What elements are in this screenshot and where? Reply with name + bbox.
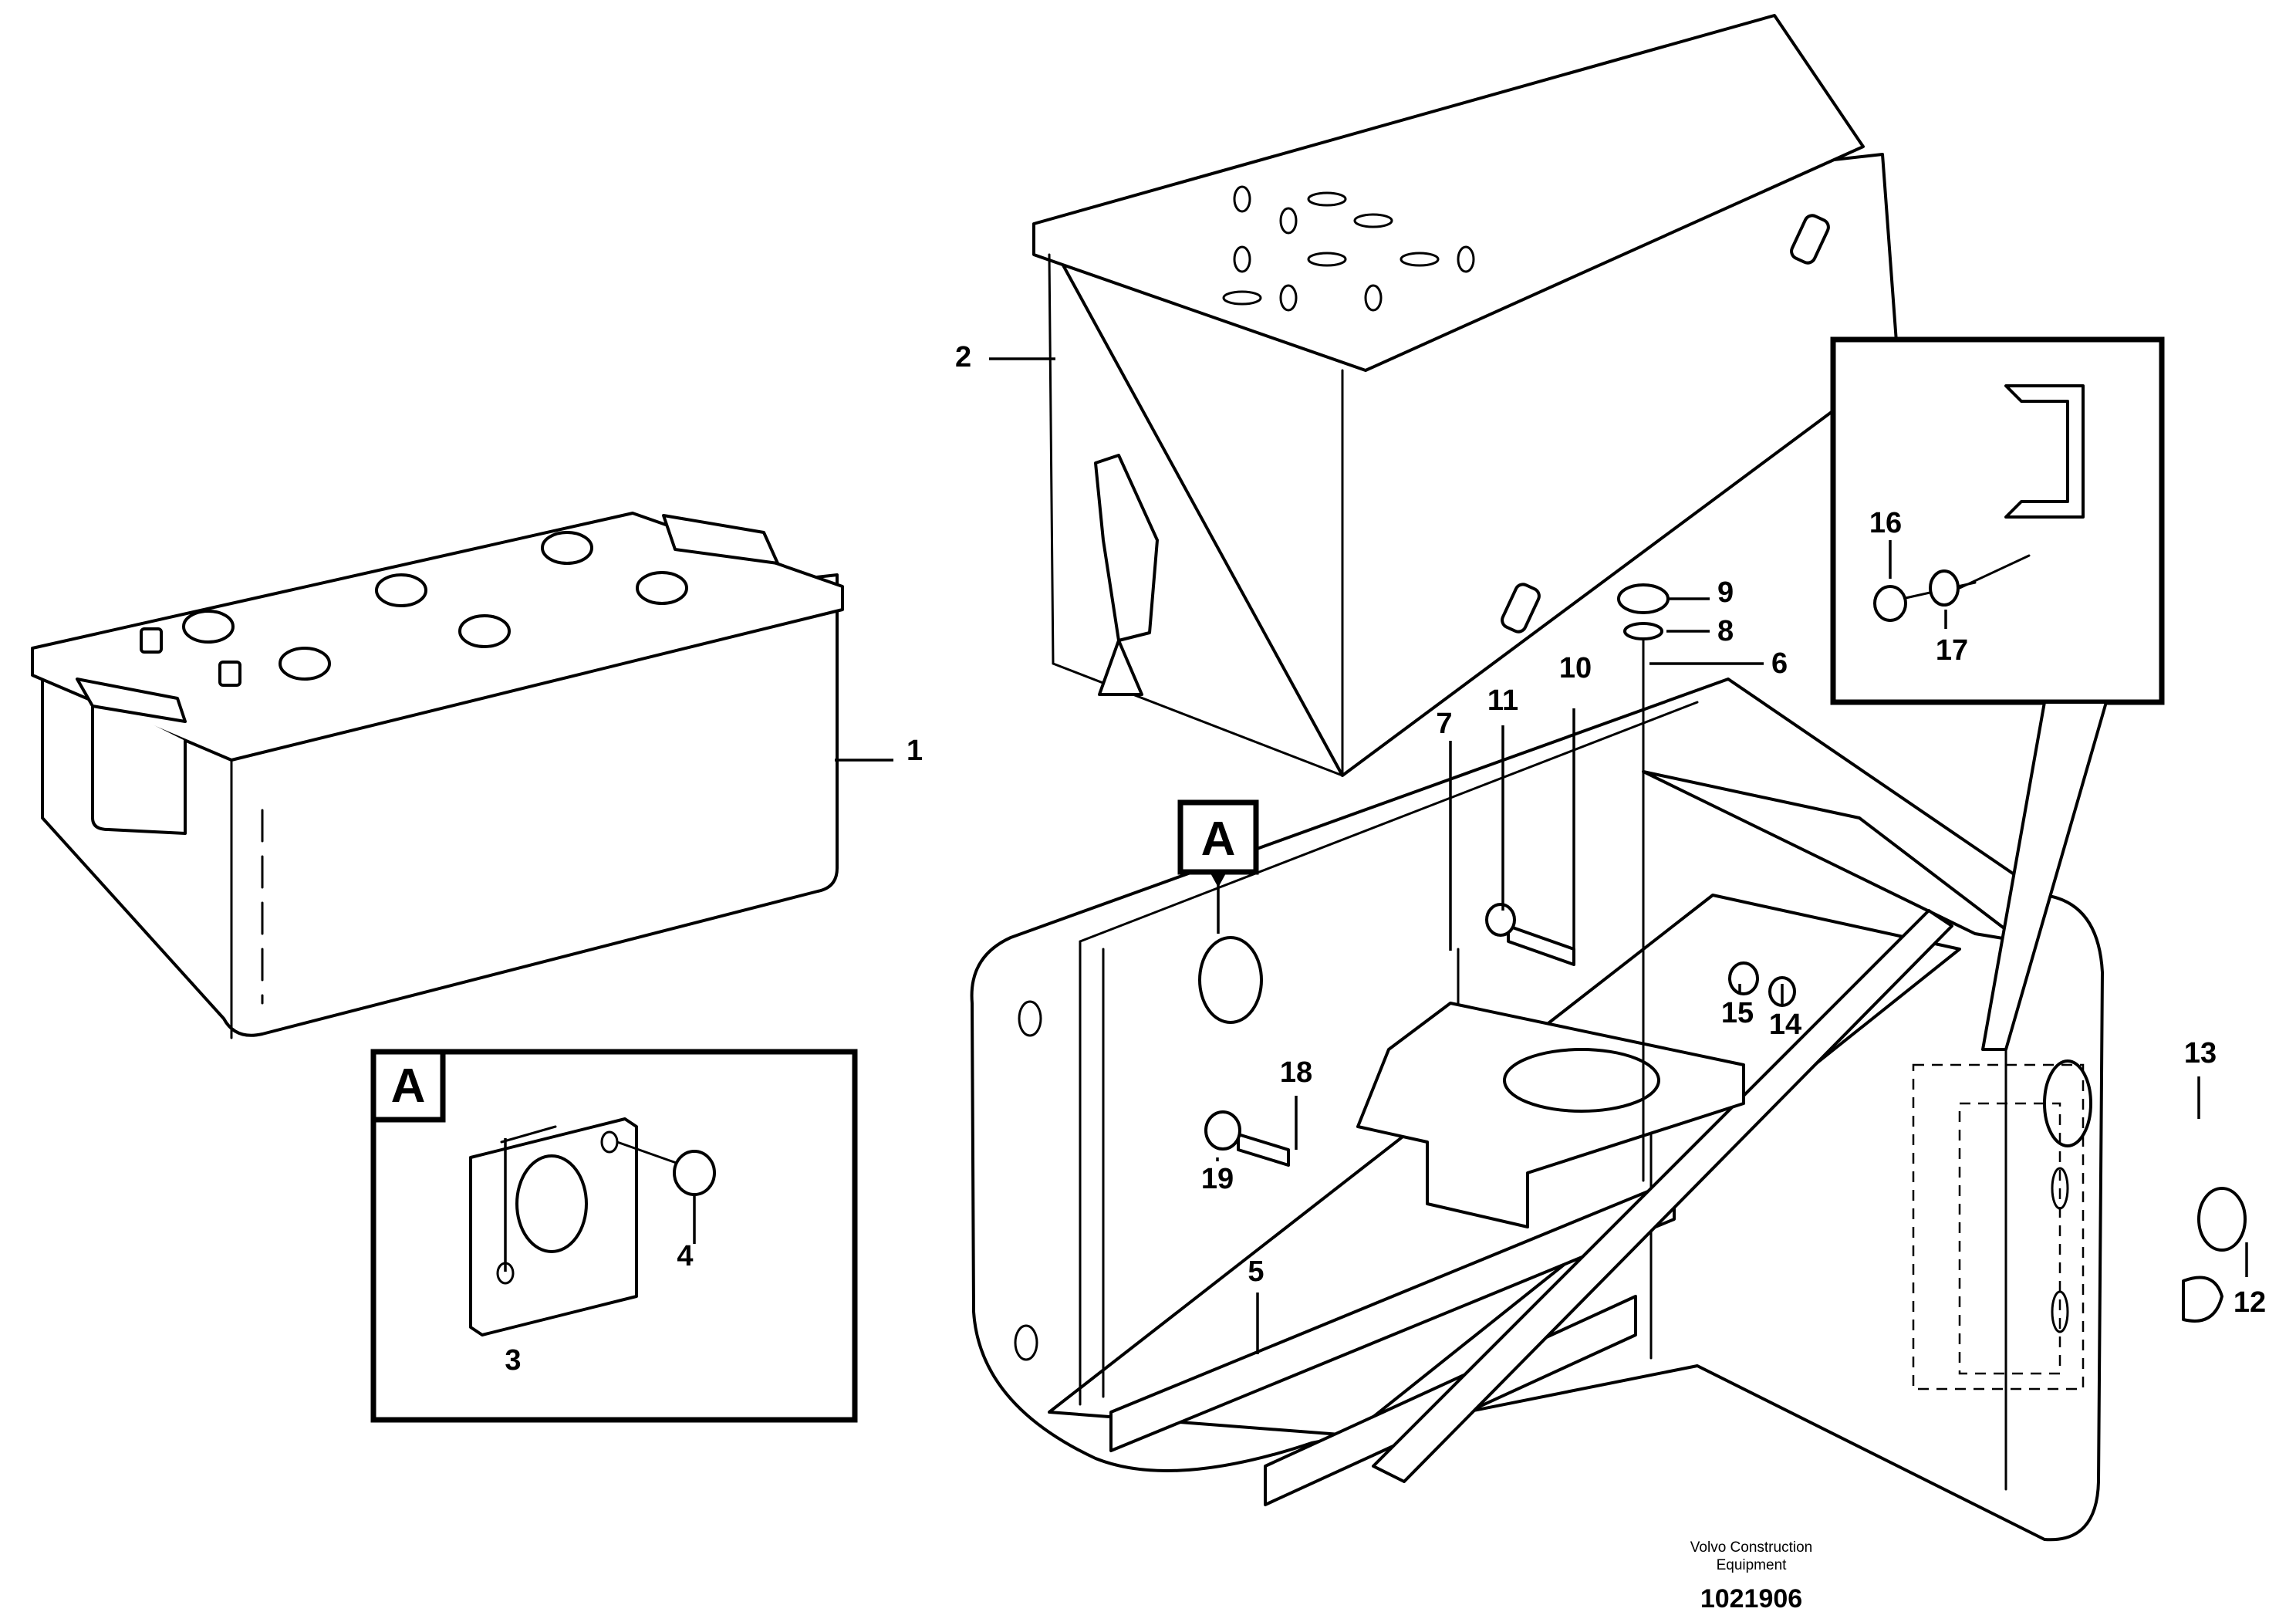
- callout-13: 13: [2184, 1037, 2217, 1070]
- detail-tag-label: A: [1201, 813, 1236, 866]
- detail-pointer: [1981, 701, 2108, 1051]
- callout-4: 4: [677, 1240, 693, 1272]
- hold-down-bracket: [1356, 948, 1745, 1228]
- callout-3: 3: [505, 1344, 521, 1377]
- brand-line-1: Volvo Construction: [1690, 1539, 1812, 1556]
- detail-view-lower: [370, 1049, 858, 1423]
- callout-5: 5: [1248, 1255, 1264, 1288]
- callout-12: 12: [2234, 1286, 2266, 1319]
- callout-8: 8: [1717, 615, 1734, 647]
- callout-9: 9: [1717, 576, 1734, 609]
- callout-leaders: [504, 357, 2248, 1354]
- battery-box-cover: [1032, 14, 1899, 777]
- callout-2: 2: [955, 341, 971, 373]
- drawing-number: 1021906: [1700, 1584, 1802, 1614]
- callout-14: 14: [1769, 1009, 1801, 1041]
- callout-11: 11: [1487, 684, 1518, 717]
- detail-tag-inset: A: [370, 1049, 446, 1123]
- fasteners: [1204, 554, 2247, 1323]
- callout-16: 16: [1869, 507, 1902, 539]
- detail-tag-inset-label: A: [391, 1059, 426, 1113]
- detail-view-upper: [1830, 336, 2165, 705]
- footer: Volvo Construction Equipment 1021906: [1690, 1539, 1812, 1614]
- callout-numbers: 1 2 3 4 5 6 7 8 9 10 11 12 13 14 15 16 1…: [505, 341, 2266, 1377]
- callout-15: 15: [1721, 997, 1754, 1029]
- callout-6: 6: [1771, 647, 1788, 680]
- vent-holes: [1222, 185, 1475, 312]
- callout-1: 1: [907, 735, 923, 767]
- callout-19: 19: [1201, 1163, 1234, 1195]
- battery: [31, 512, 844, 1039]
- detail-tag-main: A: [1177, 799, 1259, 934]
- callout-17: 17: [1936, 634, 1968, 667]
- callout-18: 18: [1280, 1056, 1312, 1089]
- battery-terminals: [140, 531, 688, 687]
- callout-7: 7: [1436, 708, 1452, 740]
- callout-10: 10: [1559, 652, 1592, 684]
- brand-line-2: Equipment: [1717, 1557, 1788, 1573]
